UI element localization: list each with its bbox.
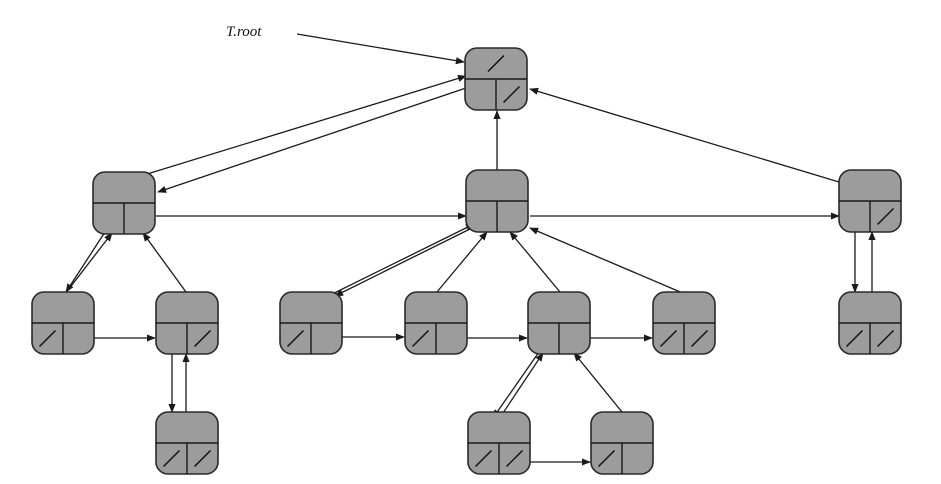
edge-left-child-h-to-k: [492, 351, 540, 419]
nil-right-sibling-slash: [690, 329, 709, 348]
edge-left-child-root-to-a: [157, 87, 467, 193]
nil-left-child-slash: [411, 329, 430, 348]
nil-left-child-slash: [659, 329, 678, 348]
tree-node-i: [155, 411, 219, 475]
label-layer: T.root: [226, 24, 465, 65]
tree-node-e: [155, 291, 219, 355]
edge-parent-k-to-h: [496, 352, 544, 423]
edge-parent-c-to-root: [529, 87, 840, 183]
edge-parent-g-to-b: [436, 231, 488, 293]
edge-left-child-a-to-d: [65, 231, 106, 293]
tree-node-h: [527, 291, 591, 355]
tree-node-c: [838, 169, 902, 233]
nil-left-child-slash: [474, 449, 493, 468]
nil-left-child-slash: [162, 449, 181, 468]
nil-left-child-slash: [38, 329, 57, 348]
nil-right-sibling-slash: [876, 207, 895, 226]
edges-layer: [64, 74, 876, 466]
edge-parent-d-to-a: [64, 232, 113, 295]
edge-parent-h-to-b: [509, 231, 561, 293]
nil-right-sibling-slash: [193, 449, 212, 468]
nil-left-child-slash: [597, 449, 616, 468]
tree-node-f: [279, 291, 343, 355]
root-pointer-label: T.root: [226, 24, 262, 40]
edge-parent-j-to-b: [529, 227, 686, 295]
edge-left-child-b-to-f: [334, 225, 477, 297]
tree-node-k: [467, 411, 531, 475]
edge-parent-e-to-a: [142, 232, 187, 293]
tree-node-a: [92, 171, 156, 235]
nil-right-sibling-slash: [502, 85, 521, 104]
tree-node-l: [590, 411, 654, 475]
edge-parent-f-to-b: [309, 223, 475, 306]
root-pointer-arrow: [296, 33, 465, 65]
nil-parent-slash: [487, 54, 505, 73]
nil-right-sibling-slash: [193, 329, 212, 348]
tree-node-g: [404, 291, 468, 355]
tree-node-d: [31, 291, 95, 355]
nil-right-sibling-slash: [876, 329, 895, 348]
nil-left-child-slash: [845, 329, 864, 348]
nil-left-child-slash: [286, 329, 305, 348]
edge-parent-l-to-h: [573, 352, 623, 413]
edge-parent-a-to-root: [117, 74, 467, 184]
nodes-layer: [31, 47, 902, 475]
tree-node-root: [464, 47, 528, 111]
tree-node-b: [465, 169, 529, 233]
tree-node-m: [838, 291, 902, 355]
tree-node-j: [652, 291, 716, 355]
nil-right-sibling-slash: [505, 449, 524, 468]
